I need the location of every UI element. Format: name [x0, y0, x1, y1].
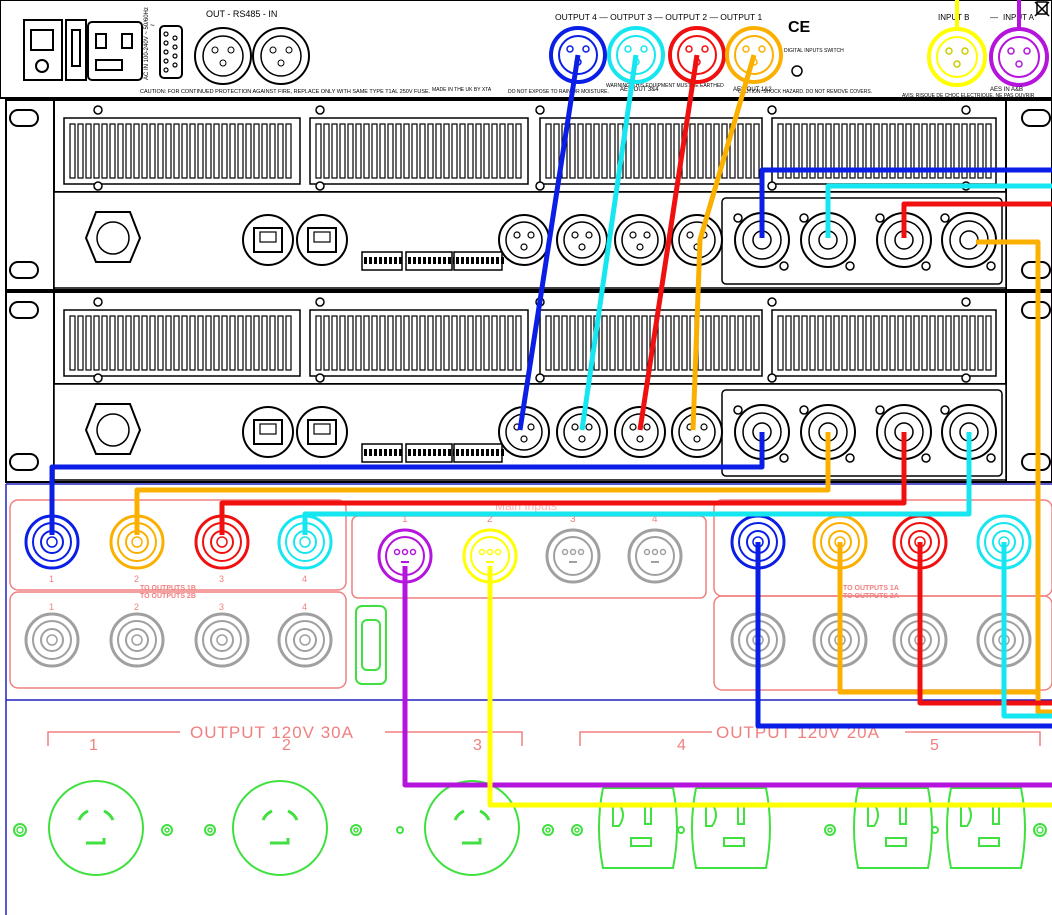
wire-amp2-red [219, 432, 907, 535]
moisture-text: DO NOT EXPOSE TO RAIN OR MOISTURE. [508, 89, 609, 95]
right-outputs-note-1: TO OUTPUTS 1A [843, 585, 899, 592]
patch-xlr-input-1-label: 1 [402, 514, 408, 525]
outlet-number-3: 3 [473, 737, 482, 754]
wire-amp2-cyan [302, 432, 972, 535]
aes-out-12-label: AES OUT 1&2 [733, 87, 772, 93]
left-gray-speakon-3[interactable] [194, 612, 250, 668]
wire-right-blue [755, 542, 1052, 729]
top-back-panel: ~ AC IN 100-240V ~ 50/60Hz OUT - RS485 -… [0, 0, 1052, 99]
aes-input-b-connector[interactable] [927, 27, 987, 87]
digital-switch-label: DIGITAL INPUTS SWITCH [784, 48, 844, 54]
left-gray-speakon-4-label: 4 [302, 602, 307, 612]
wire-input-2 [487, 566, 1052, 808]
outlet-5b[interactable] [946, 787, 1026, 869]
db9-connector[interactable] [159, 25, 183, 79]
caution-fire-text: CAUTION: FOR CONTINUED PROTECTION AGAINS… [140, 89, 431, 95]
wire-right-cyan [1001, 542, 1052, 719]
weee-bin-icon [1034, 1, 1050, 17]
amplifier-unit-1 [5, 99, 1052, 291]
left-speakon-3-label: 3 [219, 574, 224, 584]
left-speakon-2-label: 2 [134, 574, 139, 584]
digital-inputs-switch[interactable] [791, 65, 803, 77]
wire-output-4 [517, 54, 581, 431]
shock-caution-text: CAUTION: SHOCK HAZARD. DO NOT REMOVE COV… [738, 89, 872, 95]
left-gray-speakon-4[interactable] [277, 612, 333, 668]
voltage-label: AC IN 100-240V ~ 50/60Hz [144, 7, 150, 80]
aes-in-ab-label: AES IN A&B [990, 87, 1023, 93]
wire-right-red [917, 542, 1052, 706]
aes-input-a-connector[interactable] [989, 27, 1049, 87]
rs485-label: OUT - RS485 - IN [206, 9, 277, 19]
output-header: OUTPUT 4 — OUTPUT 3 — OUTPUT 2 — OUTPUT … [555, 12, 762, 22]
panel-screw [396, 826, 404, 834]
patch-xlr-input-2[interactable] [462, 528, 518, 584]
outlet-4a[interactable] [598, 787, 678, 869]
rs485-in-connector[interactable] [252, 27, 310, 85]
wiring [49, 54, 1052, 808]
wire-speakon-a3 [901, 201, 1052, 238]
right-outputs-note-2: TO OUTPUTS 2A [843, 593, 899, 600]
wire-input-1 [402, 566, 1052, 788]
outlet-2[interactable] [232, 780, 328, 876]
aes-out-34-label: AES OUT 3&4 [620, 87, 659, 93]
panel-screw [677, 826, 685, 834]
rs485-out-connector[interactable] [194, 27, 252, 85]
power-section: OUTPUT 120V 30A OUTPUT 120V 20A 1 2 3 4 … [13, 723, 1047, 876]
patch-xlr-input-1[interactable] [377, 528, 433, 584]
wire-speakon-a1 [759, 167, 1052, 238]
earthed-warning-text: WARNING: THIS EQUIPMENT MUST BE EARTHED [606, 83, 724, 89]
avis-text: AVIS: RISQUE DE CHOC ELECTRIQUE. NE PAS … [902, 93, 1035, 99]
left-speakon-1[interactable] [24, 514, 80, 570]
panel-screw [931, 826, 939, 834]
left-speakon-2[interactable] [109, 514, 165, 570]
left-speakon-3[interactable] [194, 514, 250, 570]
power-group-1-label: OUTPUT 120V 30A [190, 723, 354, 742]
patch-xlr-input-2-label: 2 [487, 514, 493, 525]
right-gray-speakon-4[interactable] [976, 612, 1032, 668]
wire-speakon-a2 [825, 183, 1052, 238]
made-in-text: MADE IN THE UK BY XTA [432, 87, 492, 93]
db9-port[interactable] [355, 605, 387, 685]
left-speakon-4-label: 4 [302, 574, 307, 584]
left-gray-speakon-3-label: 3 [219, 602, 224, 612]
outlet-number-1: 1 [89, 737, 98, 754]
wire-amp2-orange [134, 432, 831, 535]
left-gray-speakon-1-label: 1 [49, 602, 54, 612]
wire-output-2 [637, 54, 700, 431]
left-outputs-note-2: TO OUTPUTS 2B [140, 593, 196, 600]
wire-amp2-blue [49, 432, 765, 535]
patch-xlr-input-3[interactable] [545, 528, 601, 584]
left-outputs-note-1: TO OUTPUTS 1B [140, 585, 196, 592]
outlet-5a[interactable] [853, 787, 933, 869]
iec-inlet [87, 21, 143, 81]
wire-right-orange [837, 542, 1038, 695]
outlet-number-4: 4 [677, 737, 686, 754]
wire-output-3 [579, 54, 639, 431]
outlet-number-5: 5 [930, 737, 939, 754]
svg-text:~: ~ [150, 21, 155, 30]
left-gray-speakon-1[interactable] [24, 612, 80, 668]
left-gray-speakon-2-label: 2 [134, 602, 139, 612]
svg-text:—: — [990, 13, 998, 22]
outlet-4b[interactable] [691, 787, 771, 869]
patch-xlr-input-4-label: 4 [652, 514, 658, 525]
input-b-label: INPUT B [938, 13, 969, 22]
patch-xlr-input-4[interactable] [627, 528, 683, 584]
wire-speakon-a4 [976, 239, 1052, 715]
ce-mark: CE [788, 19, 811, 36]
outlet-3[interactable] [424, 780, 520, 876]
outlet-1[interactable] [48, 780, 144, 876]
wire-output-1 [690, 54, 757, 431]
aes-output-3-connector[interactable] [607, 26, 665, 84]
left-gray-speakon-2[interactable] [109, 612, 165, 668]
left-speakon-1-label: 1 [49, 574, 54, 584]
outlet-number-2: 2 [282, 737, 291, 754]
patch-xlr-input-3-label: 3 [570, 514, 576, 525]
